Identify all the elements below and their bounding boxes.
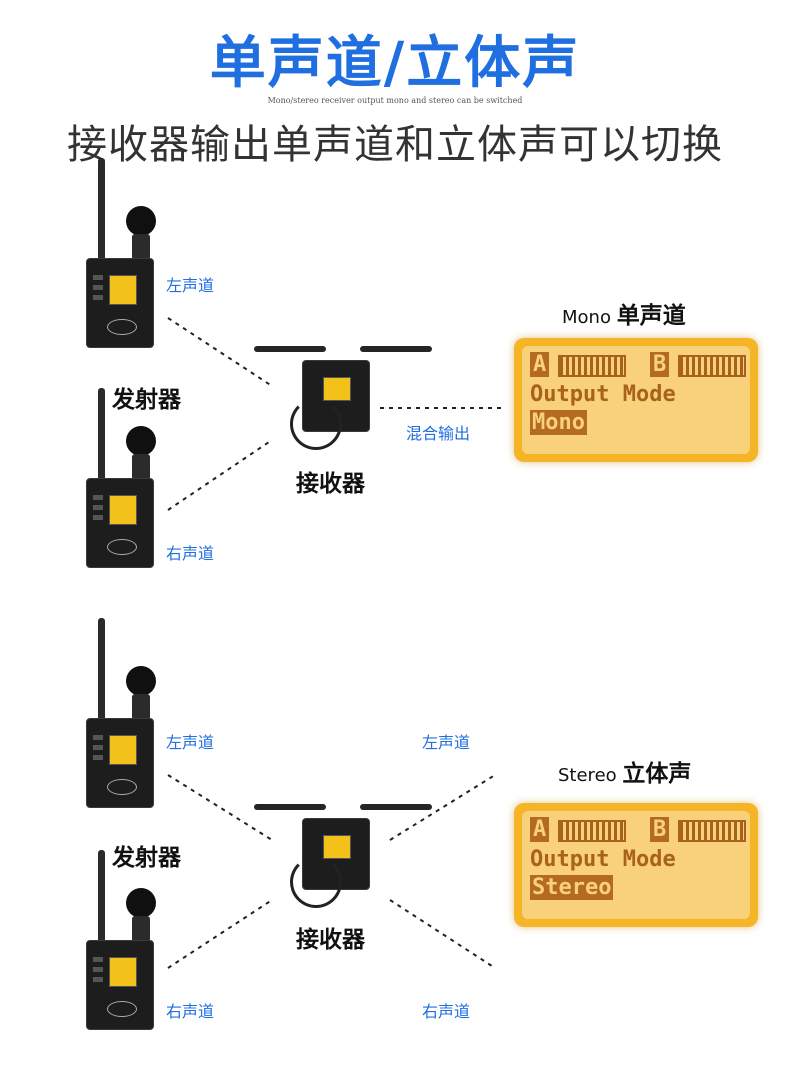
lcd-mode-value: Mono bbox=[530, 410, 587, 435]
subtitle-cn: 接收器输出单声道和立体声可以切换 bbox=[67, 122, 723, 168]
stereo-transmitter-label: 发射器 bbox=[112, 845, 181, 871]
lcd-channel-b: B bbox=[650, 817, 670, 842]
stereo-out-right-label: 右声道 bbox=[422, 1002, 471, 1021]
stereo-line-out-left bbox=[389, 774, 496, 841]
mono-line-left bbox=[167, 317, 273, 387]
lcd-line-1: Output Mode bbox=[530, 382, 676, 407]
stereo-left-channel-label: 左声道 bbox=[166, 733, 215, 752]
receiver-mono bbox=[254, 338, 434, 450]
mono-left-channel-label: 左声道 bbox=[166, 276, 215, 295]
lcd-mode-value: Stereo bbox=[530, 875, 614, 900]
microphone-icon bbox=[126, 206, 156, 236]
stereo-mode-title: Stereo 立体声 bbox=[558, 761, 692, 787]
transmitter-top-stereo bbox=[86, 618, 182, 848]
stereo-line-right bbox=[167, 899, 273, 969]
microphone-icon bbox=[126, 426, 156, 456]
mono-transmitter-label: 发射器 bbox=[112, 387, 181, 413]
stereo-line-out-right bbox=[389, 899, 496, 969]
transmitter-bottom-stereo bbox=[86, 840, 182, 1070]
microphone-icon bbox=[126, 888, 156, 918]
lcd-line-1: Output Mode bbox=[530, 847, 676, 872]
mono-lcd-display: A B Output Mode Mono bbox=[514, 338, 758, 462]
lcd-channel-a: A bbox=[530, 817, 550, 842]
subtitle-en: Mono/stereo receiver output mono and ste… bbox=[267, 96, 523, 105]
transmitter-bottom-mono bbox=[86, 378, 182, 608]
mono-line-right bbox=[167, 439, 273, 511]
stereo-out-left-label: 左声道 bbox=[422, 733, 471, 752]
stereo-lcd-display: A B Output Mode Stereo bbox=[514, 803, 758, 927]
microphone-icon bbox=[126, 666, 156, 696]
lcd-meter-a bbox=[558, 355, 626, 377]
lcd-meter-b bbox=[678, 820, 746, 842]
lcd-channel-b: B bbox=[650, 352, 670, 377]
lcd-meter-a bbox=[558, 820, 626, 842]
mono-mode-title: Mono 单声道 bbox=[562, 303, 686, 329]
transmitter-top-mono bbox=[86, 158, 182, 388]
mono-right-channel-label: 右声道 bbox=[166, 544, 215, 563]
receiver-stereo bbox=[254, 796, 434, 908]
stereo-right-channel-label: 右声道 bbox=[166, 1002, 215, 1021]
stereo-line-left bbox=[167, 774, 273, 841]
page-title: 单声道/立体声 bbox=[209, 31, 581, 96]
stereo-receiver-label: 接收器 bbox=[296, 927, 365, 953]
lcd-meter-b bbox=[678, 355, 746, 377]
mono-mix-output-label: 混合输出 bbox=[406, 424, 471, 443]
mono-receiver-label: 接收器 bbox=[296, 471, 365, 497]
lcd-channel-a: A bbox=[530, 352, 550, 377]
